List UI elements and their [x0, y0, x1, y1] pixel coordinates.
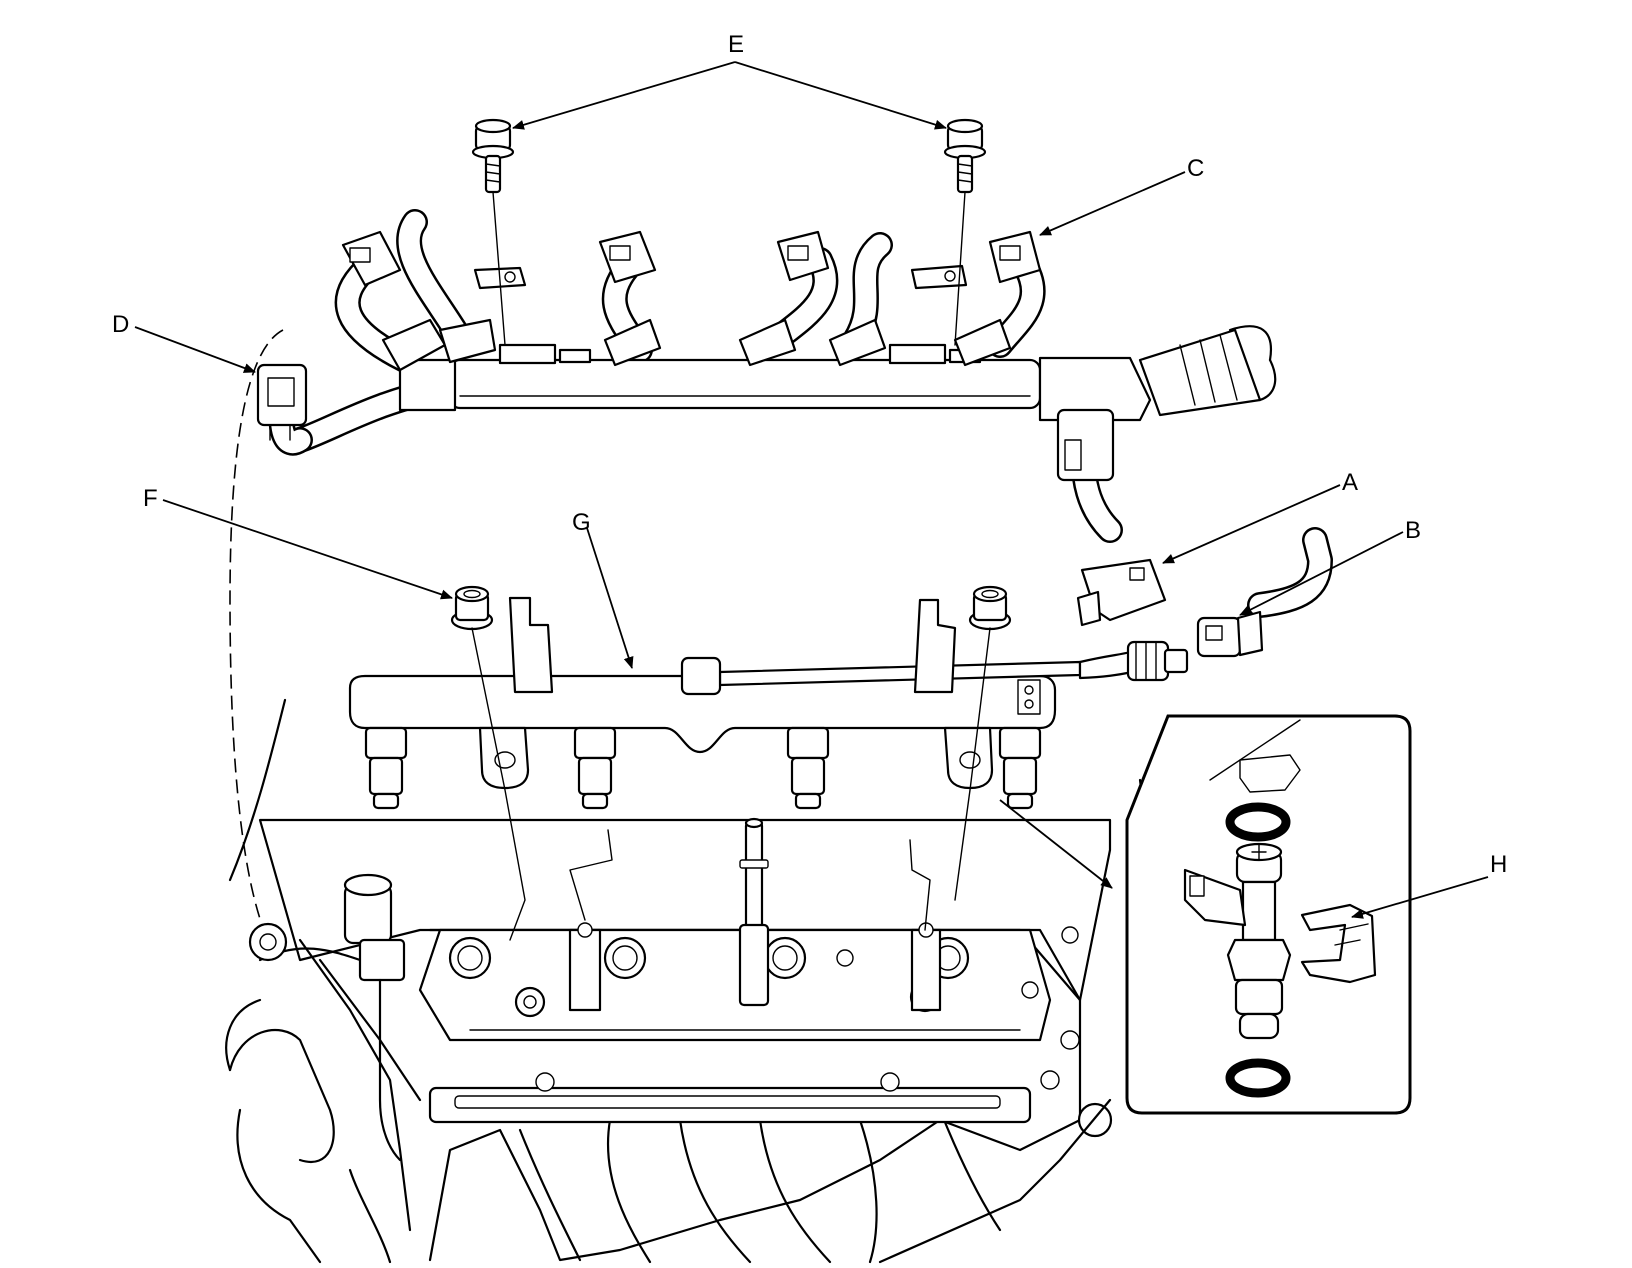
label-B: B	[1405, 517, 1421, 544]
bolt-left	[471, 118, 515, 194]
injector-3	[786, 726, 830, 810]
assembly-guide-lines	[229, 191, 991, 941]
connector-A	[1076, 558, 1167, 627]
o-ring-lower	[1225, 1058, 1291, 1098]
flange-nut-left	[450, 585, 494, 631]
injector-wire-harness	[256, 209, 1277, 543]
label-H: H	[1490, 851, 1507, 878]
injector-detail-inset	[999, 714, 1412, 1115]
connector-B	[1196, 527, 1333, 658]
injector-1	[364, 726, 408, 810]
fuel-injector-detail	[1183, 842, 1292, 1040]
bolt-right	[943, 118, 987, 194]
o-ring-upper	[1225, 802, 1291, 842]
label-F: F	[143, 485, 158, 512]
injector-2	[573, 726, 617, 810]
fuel-rail-assembly	[348, 596, 1189, 810]
intake-manifold	[225, 698, 1146, 1264]
label-D: D	[112, 311, 129, 338]
label-G: G	[572, 509, 591, 536]
label-A: A	[1342, 469, 1358, 496]
label-C: C	[1187, 155, 1204, 182]
label-leaders	[134, 61, 1489, 919]
label-E: E	[728, 31, 744, 58]
injector-4	[998, 726, 1042, 810]
flange-nut-right	[968, 585, 1012, 631]
callout-labels: E C D F G A B H	[112, 31, 1507, 878]
retaining-clip-H	[1300, 903, 1377, 984]
